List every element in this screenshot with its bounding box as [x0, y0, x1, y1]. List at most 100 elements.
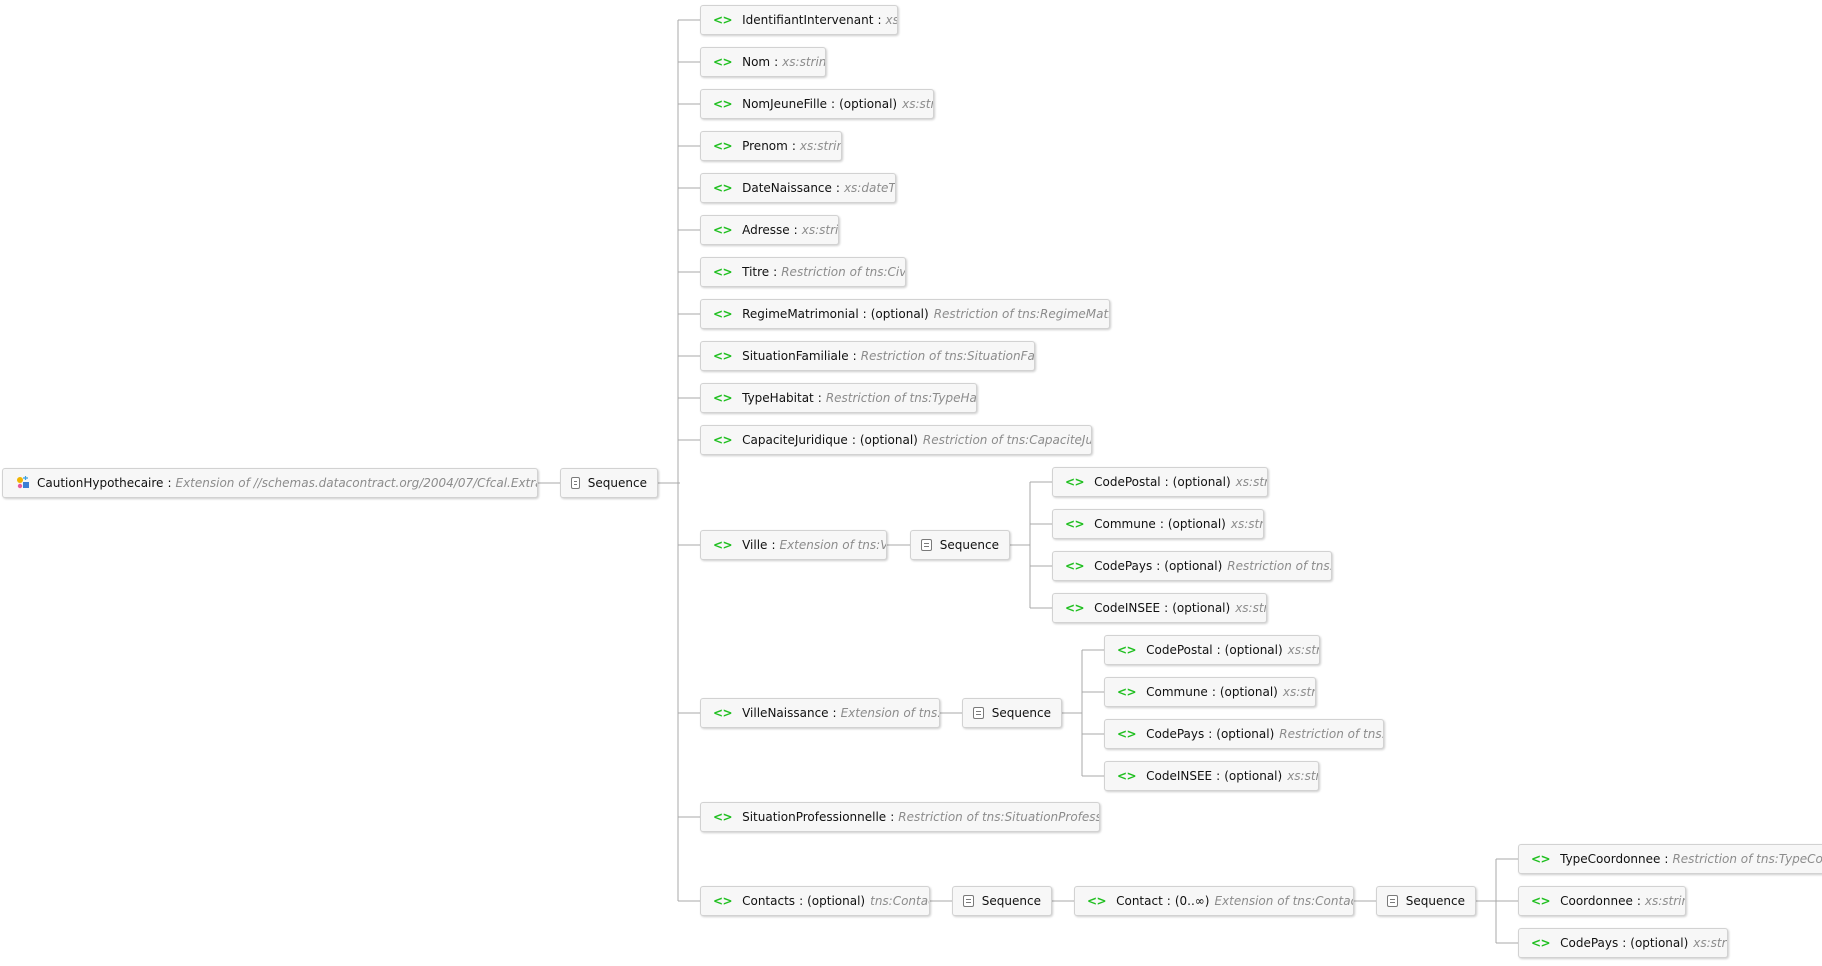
element-icon: <>: [713, 810, 733, 824]
ville-child-commune[interactable]: <>Commune:(optional)xs:string: [1052, 509, 1264, 539]
element-name: Adresse: [742, 223, 790, 237]
element-colon: :: [832, 706, 837, 720]
element-name: Commune: [1146, 685, 1208, 699]
element-type: tns:Contacts: [870, 894, 929, 908]
element-situationfamiliale[interactable]: <>SituationFamiliale:Restriction of tns:…: [700, 341, 1035, 371]
element-name: Titre: [742, 265, 770, 279]
element-icon: <>: [1087, 894, 1107, 908]
element-icon: <>: [1531, 936, 1551, 950]
element-icon: <>: [713, 97, 733, 111]
element-icon: <>: [713, 391, 733, 405]
element-colon: :: [877, 13, 882, 27]
element-icon: <>: [1117, 727, 1137, 741]
element-colon: :: [793, 223, 798, 237]
ville-child-codepays[interactable]: <>CodePays:(optional)Restriction of tns:…: [1052, 551, 1332, 581]
element-occurrence: (optional): [1630, 936, 1689, 950]
element-type: xs:string: [1235, 601, 1266, 615]
element-colon: :: [1216, 769, 1221, 783]
element-occurrence: (optional): [1172, 601, 1231, 615]
element-name: Prenom: [742, 139, 788, 153]
element-colon: :: [890, 810, 895, 824]
complex-type-icon: [15, 475, 31, 491]
element-name: CodeINSEE: [1146, 769, 1213, 783]
element-icon: <>: [713, 139, 733, 153]
element-type: Restriction of tns:TypeCoordonnee: [1672, 852, 1822, 866]
element-colon: :: [1211, 685, 1216, 699]
element-type: xs:string: [902, 97, 933, 111]
element-colon: :: [799, 894, 804, 908]
element-colon: :: [831, 97, 836, 111]
element-type: Restriction of tns:TypeHabitat: [825, 391, 977, 405]
element-colon: :: [862, 307, 867, 321]
element-colon: :: [791, 139, 796, 153]
ville-sequence[interactable]: Sequence: [910, 530, 1010, 560]
element-name: CapaciteJuridique: [742, 433, 848, 447]
element-type: Extension of tns:Ville: [779, 538, 887, 552]
element-name: CodePostal: [1094, 475, 1161, 489]
element-ville[interactable]: <>Ville:Extension of tns:Ville: [700, 530, 887, 560]
element-prenom[interactable]: <>Prenom:xs:string: [700, 131, 842, 161]
element-titre[interactable]: <>Titre:Restriction of tns:Civilite: [700, 257, 906, 287]
element-type: Restriction of tns:Pays: [1279, 727, 1384, 741]
element-colon: :: [1636, 894, 1641, 908]
element-name: RegimeMatrimonial: [742, 307, 859, 321]
element-icon: <>: [713, 538, 733, 552]
element-type: Restriction of tns:CapaciteJuridique: [922, 433, 1091, 447]
element-adresse[interactable]: <>Adresse:xs:string: [700, 215, 839, 245]
element-type: xs:string: [1644, 894, 1685, 908]
element-capacitejuridique[interactable]: <>CapaciteJuridique:(optional)Restrictio…: [700, 425, 1092, 455]
sequence-label: Sequence: [991, 706, 1051, 720]
element-datenaissance[interactable]: <>DateNaissance:xs:dateTime: [700, 173, 896, 203]
element-name: TypeCoordonnee: [1560, 852, 1661, 866]
element-type: xs:string: [801, 223, 839, 237]
element-name: DateNaissance: [742, 181, 832, 195]
contacts-sequence[interactable]: Sequence: [952, 886, 1052, 916]
element-nom[interactable]: <>Nom:xs:string: [700, 47, 826, 77]
element-type: Restriction of tns:SituationFamiliale: [860, 349, 1035, 363]
element-colon: :: [852, 349, 857, 363]
villenaissance-child-codepays[interactable]: <>CodePays:(optional)Restriction of tns:…: [1104, 719, 1384, 749]
element-icon: <>: [1531, 894, 1551, 908]
element-colon: :: [771, 538, 776, 552]
element-icon: <>: [713, 265, 733, 279]
element-villenaissance[interactable]: <>VilleNaissance:Extension of tns:Ville: [700, 698, 940, 728]
element-type: Extension of tns:Contact: [1214, 894, 1354, 908]
sequence-icon: [963, 895, 974, 907]
root-name: CautionHypothecaire: [37, 476, 164, 490]
element-name: TypeHabitat: [742, 391, 814, 405]
element-situationprofessionnelle[interactable]: <>SituationProfessionnelle:Restriction o…: [700, 802, 1100, 832]
element-contact[interactable]: <>Contact:(0..∞)Extension of tns:Contact: [1074, 886, 1354, 916]
element-type: xs:string: [1282, 685, 1316, 699]
element-colon: :: [835, 181, 840, 195]
villenaissance-child-codeinsee[interactable]: <>CodeINSEE:(optional)xs:string: [1104, 761, 1319, 791]
element-icon: <>: [1065, 559, 1085, 573]
contact-child-codepays[interactable]: <>CodePays:(optional)xs:string: [1518, 928, 1728, 958]
root-type: Extension of //schemas.datacontract.org/…: [175, 476, 538, 490]
villenaissance-sequence[interactable]: Sequence: [962, 698, 1062, 728]
element-typehabitat[interactable]: <>TypeHabitat:Restriction of tns:TypeHab…: [700, 383, 977, 413]
element-type: xs:string: [1287, 769, 1318, 783]
contact-sequence[interactable]: Sequence: [1376, 886, 1476, 916]
element-type: Restriction of tns:Civilite: [781, 265, 906, 279]
sequence-icon: [571, 477, 580, 489]
contact-child-coordonnee[interactable]: <>Coordonnee:xs:string: [1518, 886, 1686, 916]
element-occurrence: (optional): [1164, 559, 1223, 573]
villenaissance-child-commune[interactable]: <>Commune:(optional)xs:string: [1104, 677, 1316, 707]
element-contacts[interactable]: <>Contacts:(optional)tns:Contacts: [700, 886, 930, 916]
contact-child-typecoordonnee[interactable]: <>TypeCoordonnee:Restriction of tns:Type…: [1518, 844, 1822, 874]
element-type: xs:string: [1287, 643, 1319, 657]
main-sequence[interactable]: Sequence: [560, 468, 658, 498]
root-complex-type[interactable]: CautionHypothecaire:Extension of //schem…: [2, 468, 538, 498]
element-occurrence: (optional): [807, 894, 866, 908]
element-nomjeunefille[interactable]: <>NomJeuneFille:(optional)xs:string: [700, 89, 934, 119]
element-regimematrimonial[interactable]: <>RegimeMatrimonial:(optional)Restrictio…: [700, 299, 1110, 329]
element-type: Restriction of tns:Pays: [1227, 559, 1332, 573]
element-identifiantintervenant[interactable]: <>IdentifiantIntervenant:xs:int: [700, 5, 898, 35]
element-occurrence: (optional): [1167, 517, 1226, 531]
ville-child-codeinsee[interactable]: <>CodeINSEE:(optional)xs:string: [1052, 593, 1267, 623]
villenaissance-child-codepostal[interactable]: <>CodePostal:(optional)xs:string: [1104, 635, 1320, 665]
element-name: Commune: [1094, 517, 1156, 531]
ville-child-codepostal[interactable]: <>CodePostal:(optional)xs:string: [1052, 467, 1268, 497]
element-colon: :: [1208, 727, 1213, 741]
